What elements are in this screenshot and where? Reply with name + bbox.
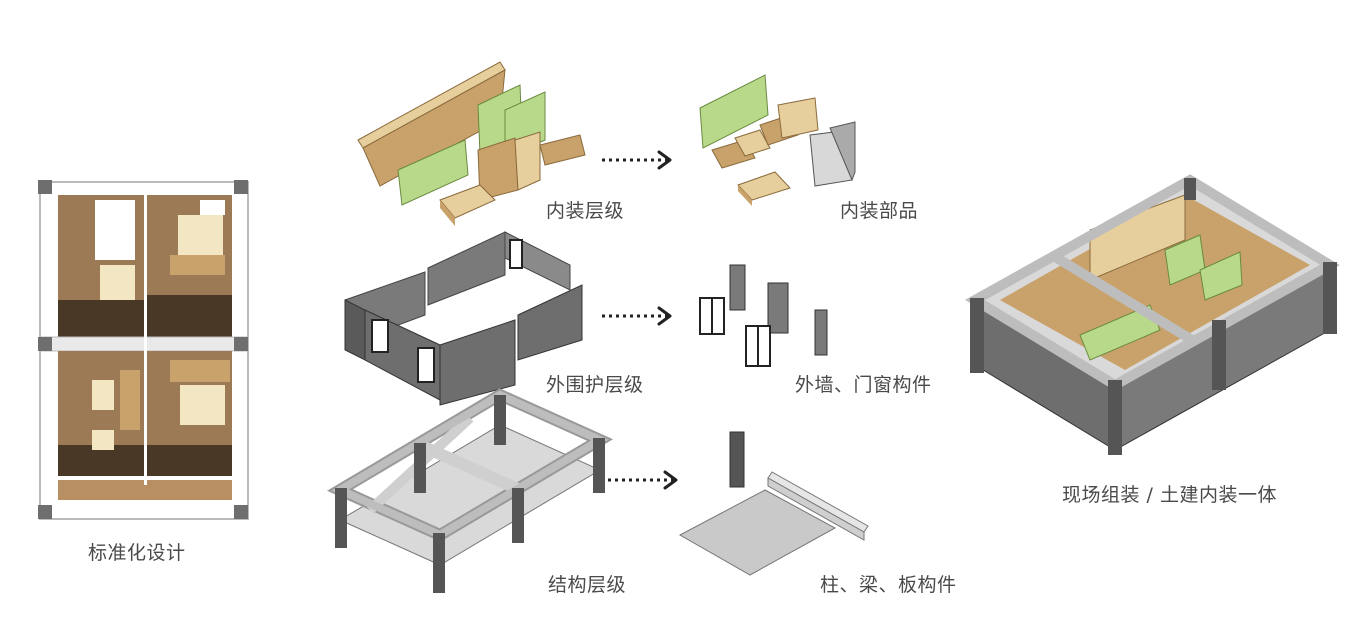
assembled-building-figure xyxy=(965,174,1340,455)
structure-parts-figure xyxy=(678,431,869,576)
envelope-level-figure xyxy=(344,231,583,406)
label-onsite-assembly: 现场组装 / 土建内装一体 xyxy=(1062,484,1277,506)
label-structure-parts: 柱、梁、板构件 xyxy=(820,574,957,596)
arrow-envelope xyxy=(602,306,672,326)
interior-level-figure xyxy=(357,61,586,226)
label-envelope-level: 外围护层级 xyxy=(546,374,644,396)
label-interior-level: 内装层级 xyxy=(546,200,625,222)
floor-plan xyxy=(38,180,249,520)
label-standard-design: 标准化设计 xyxy=(88,542,186,564)
label-structure-level: 结构层级 xyxy=(548,574,627,596)
interior-parts-figure xyxy=(699,74,856,206)
envelope-parts-figure xyxy=(699,264,828,367)
label-envelope-parts: 外墙、门窗构件 xyxy=(795,374,932,396)
label-interior-parts: 内装部品 xyxy=(840,200,919,222)
structure-level-figure xyxy=(327,388,613,593)
arrow-structure xyxy=(608,470,678,490)
arrow-interior xyxy=(602,150,672,170)
